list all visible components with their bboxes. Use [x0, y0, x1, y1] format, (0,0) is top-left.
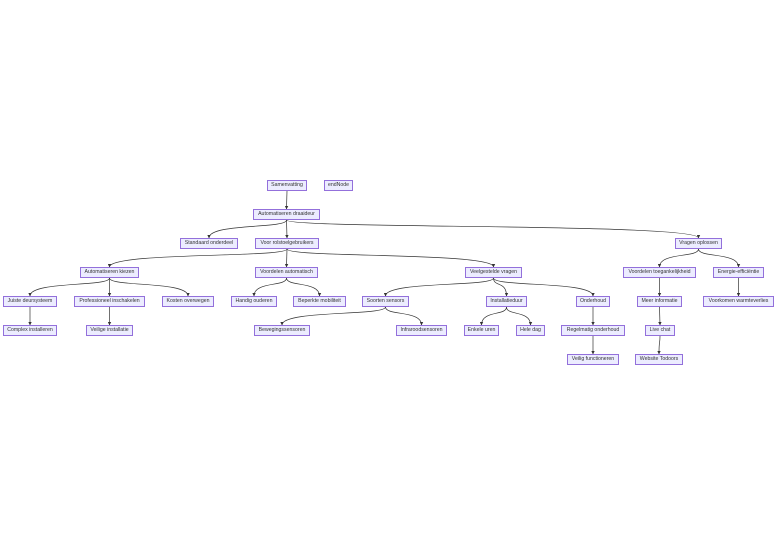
node-website-todoors[interactable]: Website Todoors: [635, 354, 683, 365]
edge-voordelen_auto-to-handig: [252, 277, 287, 297]
node-voordelen-toegankelijkheid[interactable]: Voordelen toegankelijkheid: [623, 267, 696, 278]
edge-automatiseren-to-standaard: [207, 219, 287, 239]
edge-voordelen_auto-to-mobiliteit: [286, 277, 322, 297]
node-veelgestelde-vragen[interactable]: Veelgestelde vragen: [465, 267, 522, 278]
edge-sensors-to-infrarood: [385, 306, 424, 326]
edge-kiezen-to-kosten: [109, 277, 190, 297]
edge-installatieduur-to-enkele: [479, 306, 507, 326]
node-juiste-deursysteem[interactable]: Juiste deursysteem: [3, 296, 57, 307]
node-endnode[interactable]: endNode: [324, 180, 353, 191]
edge-automatiseren-to-rolstoel: [285, 219, 289, 239]
node-complex-installeren[interactable]: Complex installeren: [3, 325, 57, 336]
node-vragen-oplossen[interactable]: Vragen oplossen: [675, 238, 722, 249]
node-meer-informatie[interactable]: Meer informatie: [637, 296, 682, 307]
node-veilige-installatie[interactable]: Veilige installatie: [86, 325, 133, 336]
node-regelmatig-onderhoud[interactable]: Regelmatig onderhoud: [561, 325, 625, 336]
edge-live_chat-to-website: [657, 335, 661, 355]
node-veilig-functioneren[interactable]: Veilig functioneren: [567, 354, 619, 365]
edge-automatiseren-to-vragen: [286, 219, 701, 239]
edge-veelgestelde-to-installatieduur: [493, 277, 509, 297]
edge-veelgestelde-to-sensors: [383, 277, 494, 297]
node-beperkte-mobiliteit[interactable]: Beperkte mobiliteit: [293, 296, 346, 307]
edge-samenvatting-to-automatiseren: [284, 190, 289, 210]
edge-vragen-to-toegankelijkheid: [657, 248, 699, 268]
edge-vragen-to-energie: [698, 248, 741, 268]
node-standaard-onderdeel[interactable]: Standaard onderdeel: [180, 238, 238, 249]
node-bewegingssensoren[interactable]: Bewegingssensoren: [254, 325, 310, 336]
edge-rolstoel-to-kiezen: [107, 248, 288, 268]
node-professioneel-inschakelen[interactable]: Professioneel inschakelen: [74, 296, 145, 307]
node-handig-ouderen[interactable]: Handig ouderen: [231, 296, 277, 307]
node-automatiseren-draaideur[interactable]: Automatiseren draaideur: [253, 209, 320, 220]
node-voordelen-automatisch[interactable]: Voordelen automatisch: [255, 267, 318, 278]
edge-rolstoel-to-veelgestelde: [286, 248, 496, 268]
node-kosten-overwegen[interactable]: Kosten overwegen: [162, 296, 214, 307]
node-infraroodsensoren[interactable]: Infraroodsensoren: [396, 325, 447, 336]
node-enkele-uren[interactable]: Enkele uren: [464, 325, 499, 336]
node-automatiseren-kiezen[interactable]: Automatiseren kiezen: [80, 267, 139, 278]
edge-sensors-to-beweging: [280, 306, 386, 326]
edge-kiezen-to-deursysteem: [28, 277, 110, 297]
node-energie-efficientie[interactable]: Energie-efficiëntie: [713, 267, 764, 278]
node-voorkomen-warmteverlies[interactable]: Voorkomen warmteverlies: [703, 296, 774, 307]
edge-rolstoel-to-voordelen_auto: [284, 248, 289, 268]
node-installatieduur[interactable]: Installatieduur: [486, 296, 527, 307]
node-voor-rolstoelgebruikers[interactable]: Voor rolstoelgebruikers: [255, 238, 319, 249]
node-onderhoud[interactable]: Onderhoud: [576, 296, 610, 307]
edge-veelgestelde-to-onderhoud: [493, 277, 595, 297]
edge-meer_info-to-live_chat: [658, 306, 662, 326]
node-soorten-sensors[interactable]: Soorten sensors: [362, 296, 409, 307]
node-hele-dag[interactable]: Hele dag: [516, 325, 545, 336]
node-samenvatting[interactable]: Samenvatting: [267, 180, 307, 191]
edge-installatieduur-to-hele_dag: [506, 306, 533, 326]
node-live-chat[interactable]: Live chat: [645, 325, 675, 336]
